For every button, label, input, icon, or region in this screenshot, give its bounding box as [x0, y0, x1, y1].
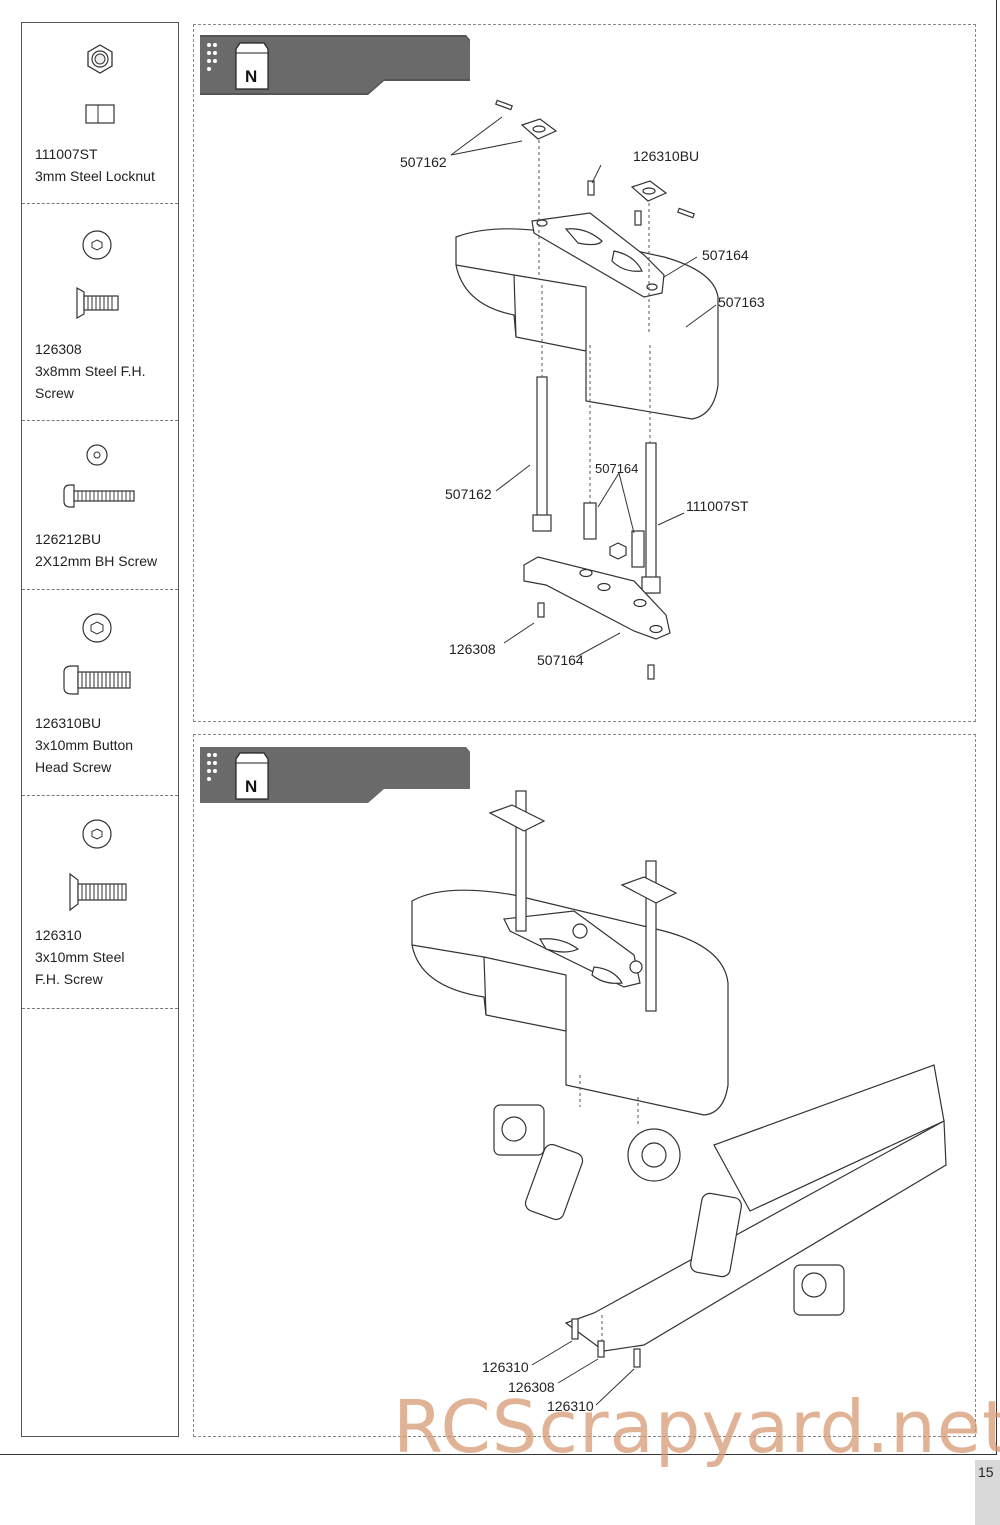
part-label: 126308 3x8mm Steel F.H. Screw	[35, 341, 146, 401]
callout-label: 111007ST	[686, 498, 749, 514]
part-label: 126212BU 2X12mm BH Screw	[35, 531, 158, 569]
step-panel-bumper-install: N	[193, 734, 976, 1437]
locknut	[609, 542, 627, 560]
standoff	[583, 502, 597, 540]
parts-bag-icon	[235, 752, 269, 800]
front-shock	[690, 1192, 742, 1278]
bag-letter: N	[245, 67, 257, 86]
chassis-assembly-diagram	[411, 790, 947, 1406]
flat-head-screw-icon	[76, 230, 119, 320]
callout-label: 507164	[702, 247, 749, 263]
part-label: 126310BU 3x10mm Button Head Screw	[35, 715, 134, 775]
callout-label: 507163	[718, 294, 765, 310]
step-panel-bumper-exploded: N	[193, 24, 976, 722]
leader-lines	[450, 116, 717, 658]
leader-lines	[531, 1340, 635, 1406]
button-head-screw-icon	[63, 444, 135, 508]
part-label: 111007ST 3mm Steel Locknut	[35, 146, 155, 184]
body-post	[645, 860, 657, 1012]
part-divider	[22, 1008, 178, 1009]
callout-label: 126310	[547, 1398, 594, 1414]
callout-label: 126310BU	[633, 148, 700, 164]
part-divider	[22, 795, 178, 796]
upper-bumper-brace	[531, 212, 665, 298]
parts-sidebar: 111007ST 3mm Steel Locknut 126308 3x8mm …	[21, 22, 179, 1437]
dots-icon	[207, 753, 217, 781]
page-number-tab	[975, 1460, 1000, 1525]
front-shock	[524, 1143, 584, 1221]
callout-label: 126308	[449, 641, 496, 657]
watermark: RCScrapyard.net	[393, 1385, 1000, 1469]
part-entry-fh-screw-3x10: 126310 3x10mm Steel F.H. Screw	[22, 796, 178, 1008]
callout-label: 126310	[482, 1359, 529, 1375]
page-frame	[0, 0, 997, 1455]
callout-label: 507162	[400, 154, 447, 170]
part-divider	[22, 203, 178, 204]
body-post	[645, 442, 657, 594]
rear-chassis-components	[713, 1064, 945, 1212]
step-header: N	[200, 747, 470, 803]
part-entry-bh-screw-2x12: 126212BU 2X12mm BH Screw	[22, 421, 178, 589]
part-divider	[22, 420, 178, 421]
bumper-exploded-diagram	[450, 99, 719, 680]
button-head-screw-icon	[63, 613, 131, 695]
callout-label: 507164	[595, 461, 639, 476]
step-header: N	[200, 35, 470, 95]
part-entry-locknut: 111007ST 3mm Steel Locknut	[22, 23, 178, 203]
dots-icon	[207, 43, 217, 71]
part-label: 126310 3x10mm Steel F.H. Screw	[35, 927, 125, 987]
callout-label: 507162	[445, 486, 492, 502]
bag-letter: N	[245, 777, 257, 796]
standoff	[631, 530, 645, 568]
flat-head-screw-icon	[69, 819, 127, 912]
body-post	[536, 376, 548, 528]
callout-label: 507164	[537, 652, 584, 668]
part-entry-bh-screw-3x10: 126310BU 3x10mm Button Head Screw	[22, 590, 178, 795]
callout-label: 126308	[508, 1379, 555, 1395]
locknut-icon	[85, 44, 115, 124]
part-divider	[22, 589, 178, 590]
parts-bag-icon	[235, 42, 269, 90]
body-post	[515, 790, 527, 932]
page-number: 15	[978, 1464, 994, 1480]
part-entry-fh-screw-3x8: 126308 3x8mm Steel F.H. Screw	[22, 204, 178, 420]
